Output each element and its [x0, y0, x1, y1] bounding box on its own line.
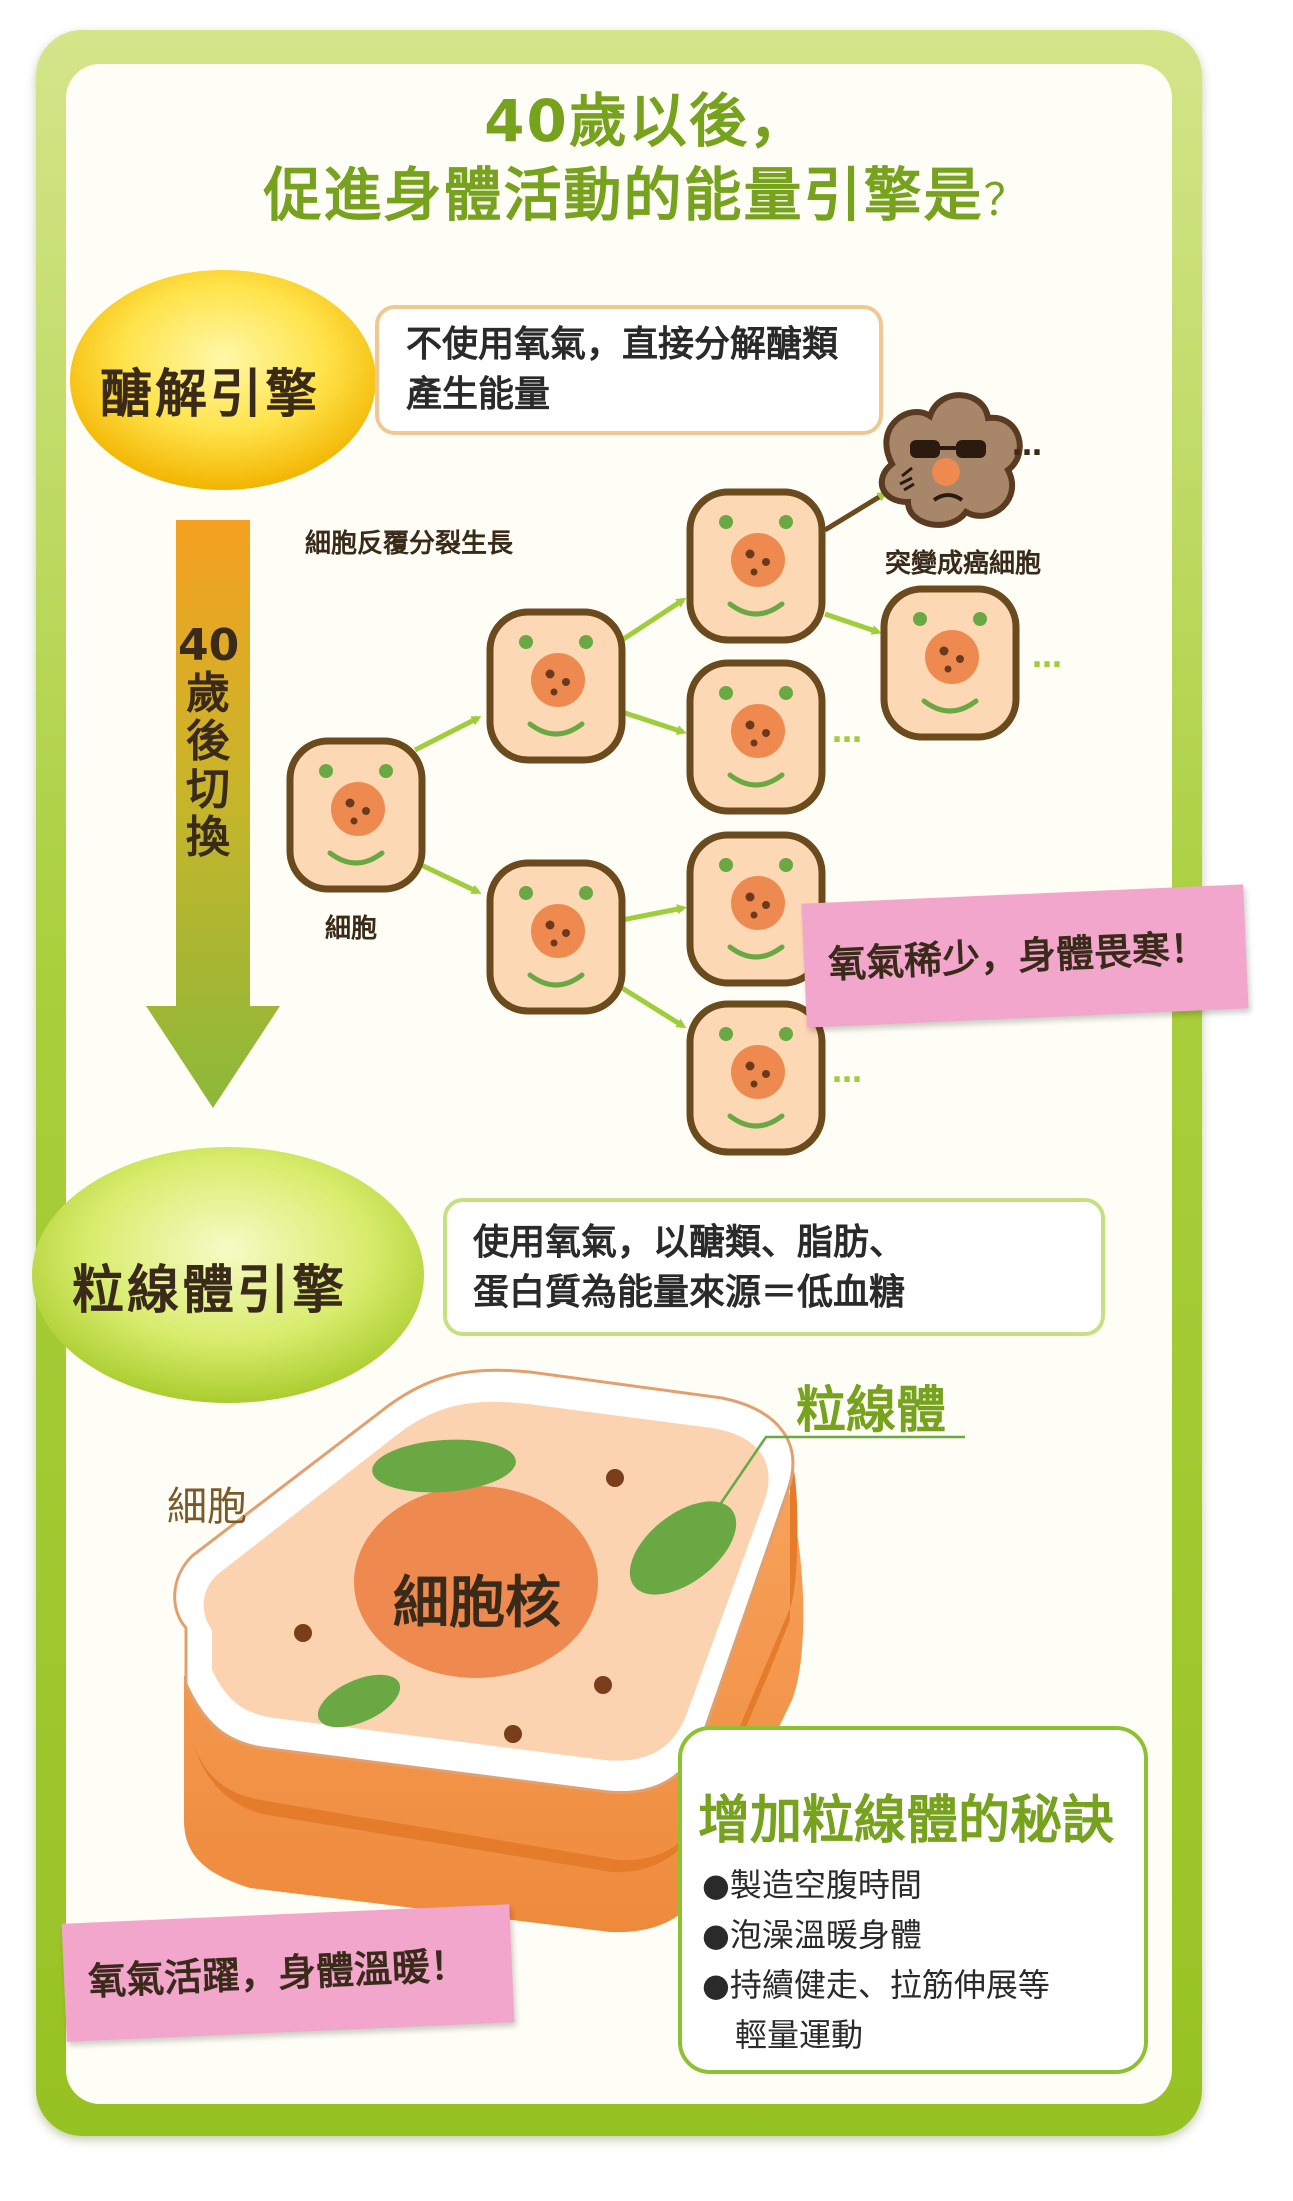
cell-gen2-bottom: [490, 863, 622, 1011]
tip-text: 製造空腹時間: [729, 1866, 922, 1904]
warm-note: 氧氣活躍，身體溫暖！: [61, 1904, 515, 2042]
tip-bullet: ●: [702, 1966, 730, 2004]
tip-text: 持續健走、拉筋伸展等: [729, 1966, 1050, 2004]
tips-title: 增加粒線體的秘訣: [698, 1791, 1115, 1851]
page-title-line1: 40歲以後，: [484, 87, 809, 155]
switch-char: 後: [186, 716, 230, 767]
big-cell-label: 細胞: [167, 1484, 247, 1530]
switch-char: 歲: [186, 668, 230, 719]
nucleus-label: 細胞核: [393, 1571, 561, 1636]
glycolysis-desc-box: [375, 305, 883, 435]
cell-gen4: [884, 589, 1016, 737]
switch-char: 切: [186, 764, 230, 815]
mitochondria-engine-label: 粒線體引擎: [72, 1261, 348, 1321]
title-text: 促進身體活動的能量引擎是: [263, 161, 984, 229]
cell-gen3-b: [690, 663, 822, 811]
ellipsis-gen4: …: [1032, 640, 1062, 675]
ellipsis-gen3-d: …: [832, 1055, 862, 1090]
division-label: 細胞反覆分裂生長: [305, 529, 514, 559]
cell-gen3-d: [690, 1004, 822, 1152]
tips-box: [678, 1726, 1148, 2074]
title-question-mark: ？: [983, 175, 1030, 226]
cancer-label: 突變成癌細胞: [885, 549, 1042, 579]
switch-char: 40: [178, 620, 240, 671]
ellipsis-cancer: …: [1012, 428, 1042, 463]
tip-item-2: ●泡澡溫暖身體: [702, 1910, 922, 1956]
glycolysis-desc-line2: 產生能量: [406, 374, 551, 415]
cold-note: 氧氣稀少，身體畏寒！: [801, 884, 1249, 1028]
nucleus-shape: [354, 1486, 598, 1678]
ellipsis-gen3-b: …: [832, 715, 862, 750]
glycolysis-desc-line1: 不使用氧氣，直接分解醣類: [406, 324, 839, 365]
cancer-cell-icon: [878, 392, 1023, 528]
mitochondria-engine-circle: [32, 1147, 424, 1403]
cell-gen3-a: [690, 492, 822, 640]
cell-gen2-top: [490, 612, 622, 760]
glycolysis-engine-label: 醣解引擎: [100, 365, 321, 425]
division-arrows: [413, 597, 882, 1029]
switch-label: 40 歲 後 切 換: [178, 620, 240, 863]
mitochondria-desc-box: [443, 1198, 1105, 1336]
cell-gen1: [290, 741, 422, 889]
tip-item-1: ●製造空腹時間: [702, 1860, 922, 1906]
switch-arrow: [146, 520, 280, 1108]
big-cell-illustration: [173, 1368, 965, 1933]
tip-item-3: ●持續健走、拉筋伸展等: [702, 1960, 1050, 2006]
page-title-line2: 促進身體活動的能量引擎是？: [0, 148, 1293, 232]
tip-item-3-cont: 輕量運動: [735, 2016, 864, 2054]
mito-label: 粒線體: [796, 1381, 946, 1439]
tip-text: 泡澡溫暖身體: [729, 1916, 922, 1954]
tip-bullet: ●: [702, 1916, 730, 1954]
mutation-arrow: [823, 491, 888, 533]
switch-char: 換: [186, 812, 230, 863]
tip-bullet: ●: [702, 1866, 730, 1904]
mitochondria-desc-line2: 蛋白質為能量來源＝低血糖: [473, 1272, 906, 1313]
mitochondria-desc-line1: 使用氧氣，以醣類、脂肪、: [473, 1222, 906, 1263]
glycolysis-engine-circle: [70, 270, 376, 490]
cell-label-small: 細胞: [325, 914, 378, 944]
